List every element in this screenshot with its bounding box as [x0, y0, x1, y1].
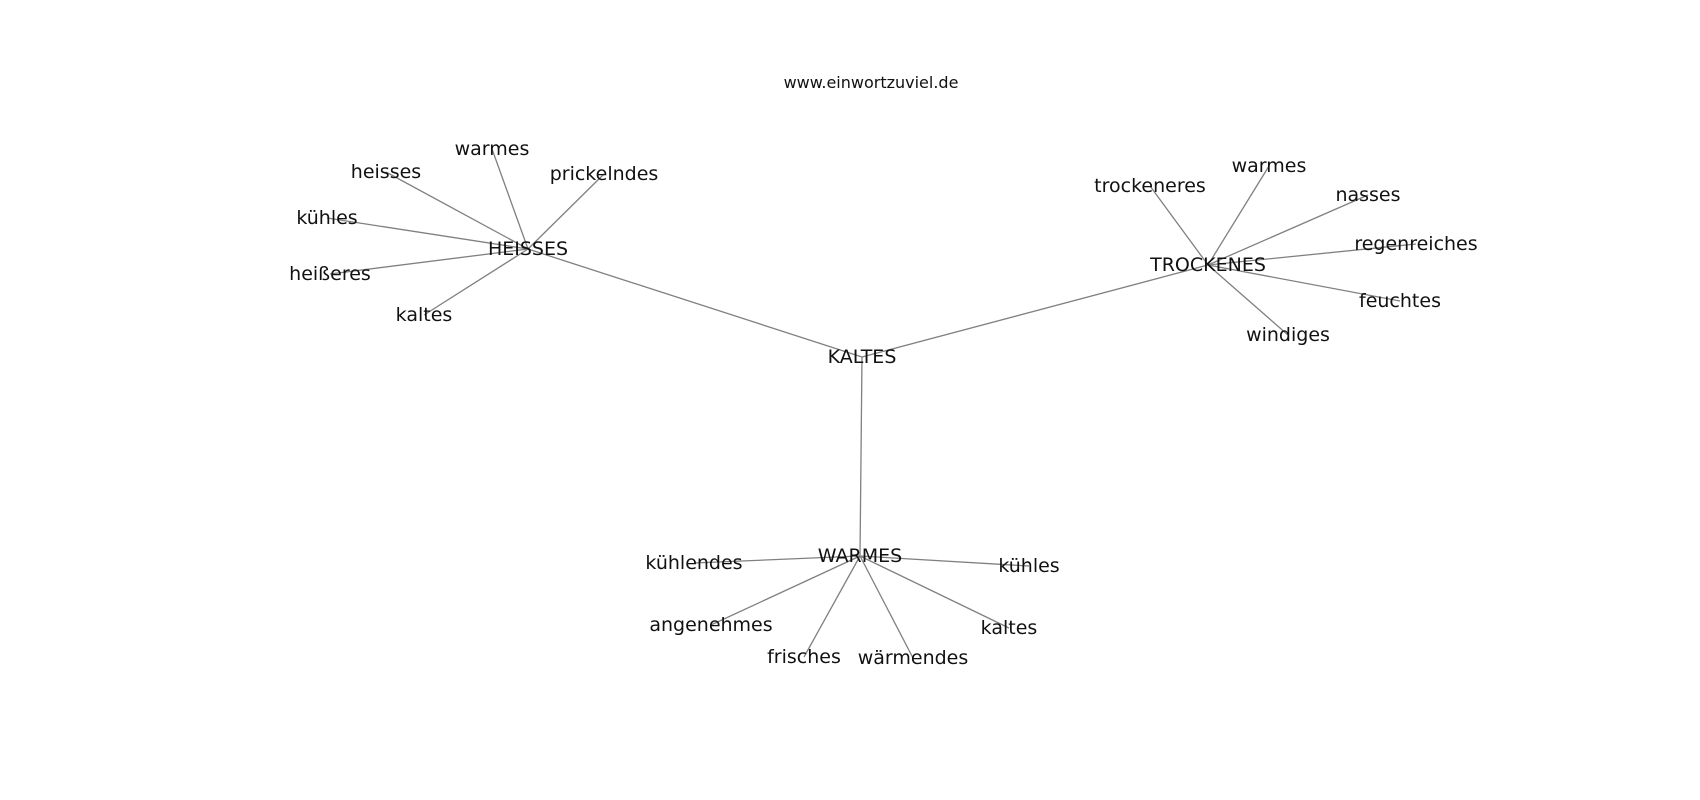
edge-warmes-leaf-0	[693, 555, 861, 564]
edge-trockenes-leaf-2	[1207, 194, 1369, 266]
edge-heisses-leaf-5	[423, 248, 529, 316]
edge-trockenes-leaf-5	[1207, 264, 1289, 336]
edge-warmes-leaf-1	[859, 555, 1030, 567]
edge-trockenes-leaf-4	[1207, 264, 1401, 302]
node-leaf-trockenes-0: trockeneres	[1094, 175, 1206, 197]
node-leaf-heisses-2: prickelndes	[550, 163, 659, 185]
edge-heisses-leaf-0	[491, 148, 529, 250]
node-leaf-heisses-4: heißeres	[289, 263, 371, 285]
node-leaf-heisses-5: kaltes	[396, 304, 453, 326]
node-leaf-warmes-4: frisches	[767, 646, 841, 668]
node-leaf-trockenes-2: nasses	[1335, 184, 1400, 206]
edge-warmes-leaf-4	[803, 555, 861, 658]
node-leaf-warmes-1: kühles	[998, 555, 1059, 577]
node-leaf-trockenes-5: windiges	[1246, 324, 1330, 346]
edge-warmes-leaf-3	[859, 555, 1010, 629]
edge-heisses-leaf-3	[326, 217, 529, 250]
node-leaf-trockenes-3: regenreiches	[1354, 233, 1477, 255]
node-leaf-warmes-0: kühlendes	[645, 552, 742, 574]
node-center: KALTES	[828, 346, 897, 368]
edge-center-heisses	[527, 248, 863, 358]
node-leaf-warmes-2: angenehmes	[649, 614, 772, 636]
node-hub-warmes: WARMES	[818, 545, 902, 567]
node-leaf-heisses-3: kühles	[296, 207, 357, 229]
node-leaf-heisses-0: warmes	[455, 138, 530, 160]
edge-trockenes-leaf-3	[1207, 243, 1417, 266]
edge-heisses-leaf-4	[329, 248, 529, 275]
graph-edges	[326, 148, 1417, 659]
node-hub-trockenes: TROCKENES	[1149, 254, 1266, 276]
edge-trockenes-leaf-0	[1149, 185, 1209, 266]
edge-center-trockenes	[861, 264, 1209, 358]
node-leaf-trockenes-1: warmes	[1232, 155, 1307, 177]
node-leaf-warmes-5: wärmendes	[858, 647, 969, 669]
edge-heisses-leaf-2	[527, 173, 605, 250]
edge-warmes-leaf-5	[859, 555, 914, 659]
edge-center-warmes	[859, 356, 863, 557]
graph-labels: KALTES HEISSES warmes heisses prickelndes küh…	[289, 138, 1477, 669]
edge-warmes-leaf-2	[710, 555, 861, 626]
edge-trockenes-leaf-1	[1207, 165, 1270, 266]
node-leaf-trockenes-4: feuchtes	[1359, 290, 1441, 312]
site-url: www.einwortzuviel.de	[784, 73, 959, 92]
node-leaf-heisses-1: heisses	[351, 161, 421, 183]
edge-heisses-leaf-1	[385, 171, 529, 250]
node-leaf-warmes-3: kaltes	[981, 617, 1038, 639]
node-hub-heisses: HEISSES	[488, 238, 568, 260]
